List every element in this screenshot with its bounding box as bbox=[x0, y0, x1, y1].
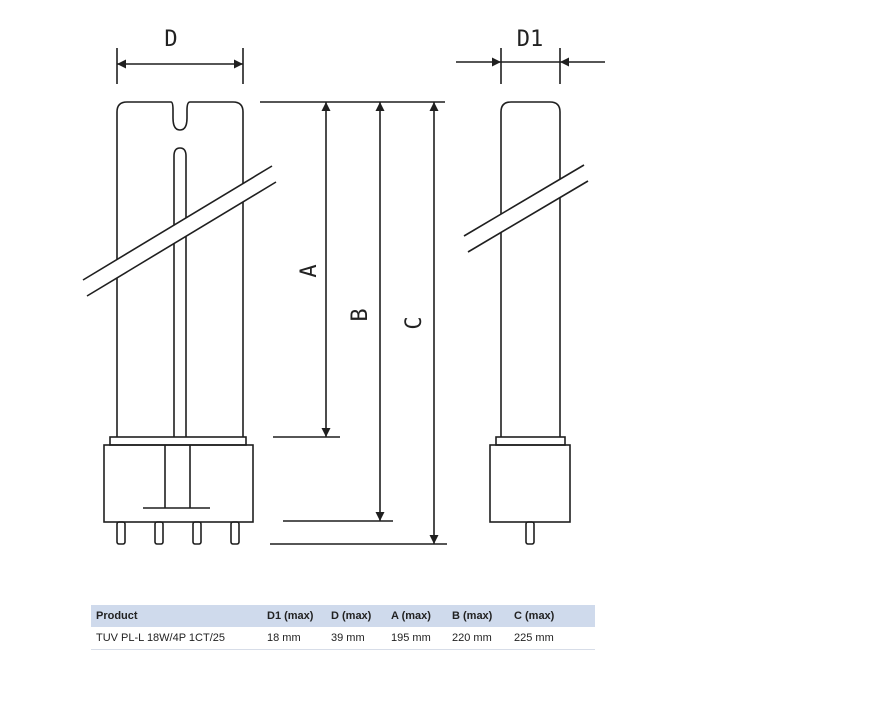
lamp-side-tube-outline bbox=[500, 101, 561, 437]
table-header-b: B (max) bbox=[447, 605, 509, 627]
table-cell-product: TUV PL-L 18W/4P 1CT/25 bbox=[91, 627, 262, 650]
lamp-front-pin-4 bbox=[230, 521, 240, 545]
table-header-a: A (max) bbox=[386, 605, 447, 627]
lamp-dimension-drawing: D D1 A B C bbox=[82, 27, 605, 545]
dimension-a-label: A bbox=[297, 264, 322, 277]
lamp-front-inner-slot bbox=[173, 147, 187, 437]
lamp-front-view bbox=[103, 101, 254, 545]
table-cell-c: 225 mm bbox=[509, 627, 595, 650]
table-cell-d: 39 mm bbox=[326, 627, 386, 650]
dimension-spec-table: Product D1 (max) D (max) A (max) B (max)… bbox=[91, 605, 595, 650]
table-cell-a: 195 mm bbox=[386, 627, 447, 650]
lamp-side-break-lines bbox=[463, 164, 589, 253]
table-header-d1: D1 (max) bbox=[262, 605, 326, 627]
lamp-front-pin-3 bbox=[192, 521, 202, 545]
lamp-side-pin bbox=[525, 521, 535, 545]
lamp-front-tube-outline bbox=[116, 101, 244, 437]
table-header-c: C (max) bbox=[509, 605, 595, 627]
dimension-d-label: D bbox=[164, 27, 177, 52]
dimension-b-label: B bbox=[348, 308, 373, 321]
lamp-front-pin-2 bbox=[154, 521, 164, 545]
lamp-front-collar bbox=[109, 436, 247, 446]
lamp-front-pin-1 bbox=[116, 521, 126, 545]
table-header-product: Product bbox=[91, 605, 262, 627]
lamp-side-view bbox=[489, 101, 571, 545]
table-cell-b: 220 mm bbox=[447, 627, 509, 650]
dimension-d1-label: D1 bbox=[517, 27, 544, 52]
table-header-row: Product D1 (max) D (max) A (max) B (max)… bbox=[91, 605, 595, 627]
dimension-d1 bbox=[456, 48, 605, 84]
lamp-side-collar bbox=[495, 436, 566, 446]
lamp-front-base bbox=[103, 444, 254, 523]
table-row: TUV PL-L 18W/4P 1CT/25 18 mm 39 mm 195 m… bbox=[91, 627, 595, 650]
table-cell-d1: 18 mm bbox=[262, 627, 326, 650]
lamp-front-break-lines bbox=[82, 165, 277, 297]
lamp-side-base bbox=[489, 444, 571, 523]
dimension-c-label: C bbox=[402, 316, 427, 329]
dimension-d bbox=[116, 48, 244, 84]
table-header-d: D (max) bbox=[326, 605, 386, 627]
